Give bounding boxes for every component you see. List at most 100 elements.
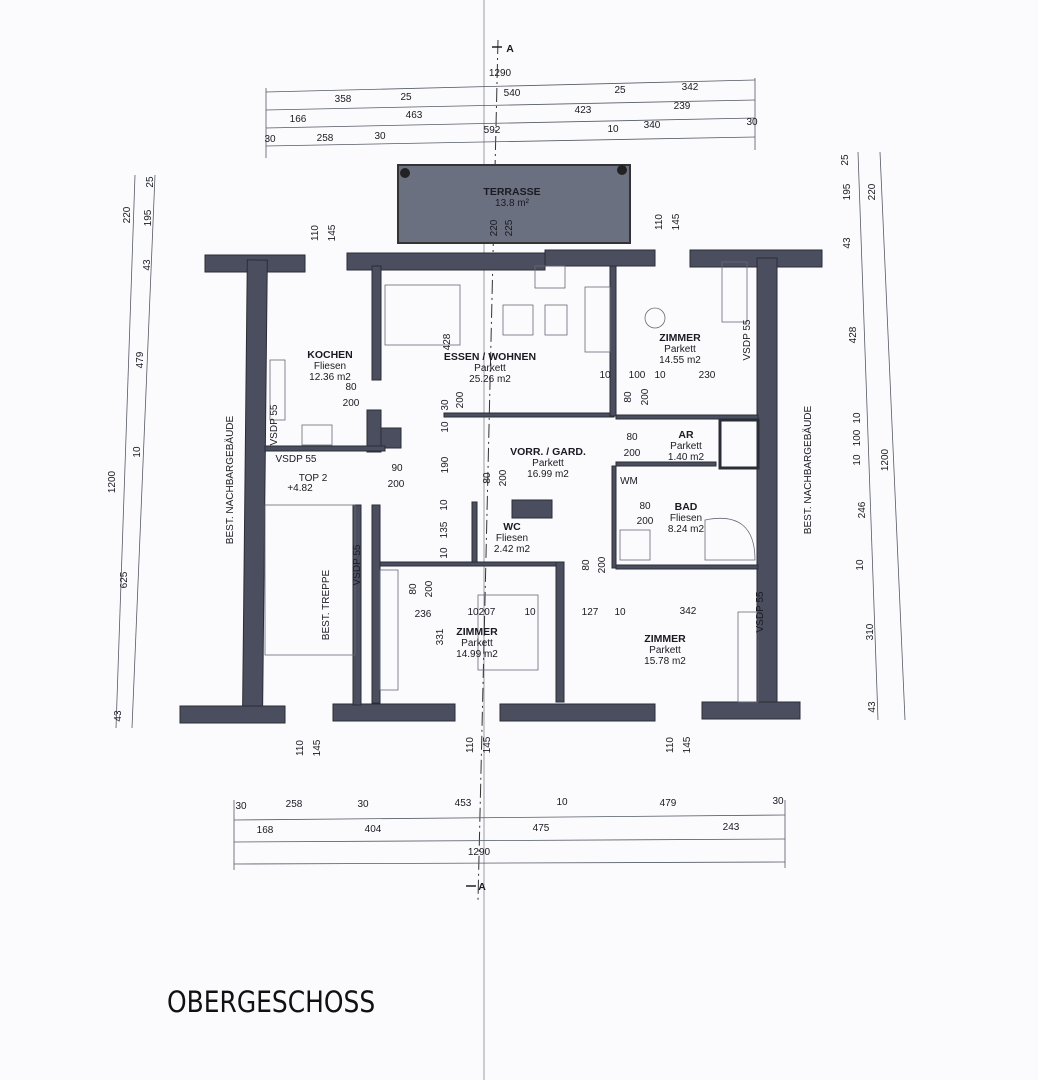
dimension-label: 30 — [357, 799, 369, 810]
room-area: 1.40 m2 — [668, 452, 705, 463]
dimension-label: 200 — [424, 580, 435, 597]
dimension-label: 80 — [408, 583, 419, 595]
dimension-label: 30 — [746, 117, 758, 128]
dimension-label: 145 — [327, 224, 338, 241]
dimension-label: 190 — [440, 456, 451, 473]
room-floor: Parkett — [649, 645, 681, 656]
dimension-label: 25 — [614, 85, 626, 96]
dimension-label: 110 — [465, 737, 476, 753]
room-floor: Fliesen — [496, 533, 528, 544]
dimension-label: 1200 — [880, 448, 891, 471]
dimension-label: 331 — [435, 628, 446, 645]
dimension-label: 423 — [575, 105, 592, 116]
dimension-label: 1290 — [489, 68, 512, 79]
dimension-label: 25 — [145, 176, 156, 188]
annotation: WM — [620, 476, 638, 487]
room-area: 14.55 m2 — [659, 355, 701, 366]
dimension-label: 200 — [637, 516, 654, 527]
dimension-label: 342 — [680, 606, 697, 617]
room-floor: Fliesen — [670, 513, 702, 524]
annotation: BEST. NACHBARGEBÄUDE — [802, 405, 814, 534]
dimension-label: 453 — [455, 798, 472, 809]
terrace — [397, 164, 631, 244]
annotation: VSDP 55 — [269, 404, 280, 445]
dimension-label: 358 — [335, 94, 352, 105]
annotation: VSDP 55 — [352, 544, 363, 585]
dimension-label: 30 — [440, 399, 451, 411]
room-name: BAD — [675, 501, 698, 513]
dimension-label: 10 — [852, 454, 863, 466]
dimension-label: 200 — [640, 388, 651, 405]
walls — [179, 249, 823, 724]
dimension-label: 475 — [533, 823, 550, 834]
room-name: VORR. / GARD. — [510, 446, 586, 458]
room-floor: Parkett — [664, 344, 696, 355]
dimension-label: 25 — [840, 154, 851, 166]
dimension-label: 80 — [626, 432, 638, 443]
room-area: 8.24 m2 — [668, 524, 705, 535]
room-area: 25.26 m2 — [469, 374, 511, 385]
dimension-label: 200 — [597, 556, 608, 573]
dimension-label: 428 — [442, 333, 453, 350]
dimension-label: 220 — [489, 219, 500, 236]
room-floor: Fliesen — [314, 361, 346, 372]
room-name: ESSEN / WOHNEN — [444, 351, 536, 363]
dimension-label: 195 — [143, 209, 154, 226]
dimension-label: 43 — [867, 701, 878, 713]
dimension-label: 540 — [504, 88, 521, 99]
dimension-label: 625 — [119, 571, 130, 588]
annotation: BEST. NACHBARGEBÄUDE — [224, 415, 236, 544]
dimension-label: 135 — [439, 521, 450, 538]
dimension-label: 200 — [455, 391, 466, 408]
dimension-label: 310 — [865, 623, 876, 640]
room-name: ZIMMER — [456, 626, 498, 638]
dimension-label: 110 — [310, 225, 321, 241]
dimension-label: 195 — [842, 183, 853, 200]
dimension-lines — [115, 78, 906, 870]
dimension-label: 30 — [374, 131, 386, 142]
dimension-label: 342 — [682, 82, 699, 93]
dimension-label: 10 — [614, 607, 626, 618]
room-floor: Parkett — [461, 638, 493, 649]
dimension-label: 10 — [439, 547, 450, 559]
dimension-label: 145 — [671, 213, 682, 230]
room-name: ZIMMER — [659, 332, 701, 344]
dimension-label: 428 — [848, 326, 859, 343]
room-name: TERRASSE — [483, 186, 540, 198]
dimension-label: 100 — [852, 429, 863, 446]
dimension-label: 1200 — [107, 470, 118, 493]
room-name: WC — [503, 521, 521, 533]
dimension-label: 145 — [682, 736, 693, 753]
dimension-label: 10 — [556, 797, 568, 808]
dimension-label: 43 — [142, 259, 153, 271]
dimension-label: 110 — [295, 740, 306, 756]
dimension-label: 246 — [857, 501, 868, 518]
annotation: VSDP 55 — [755, 591, 766, 632]
dimension-label: 80 — [639, 501, 651, 512]
dimension-label: 110 — [665, 737, 676, 753]
dimension-label: 10 — [855, 559, 866, 571]
dimension-label: 258 — [317, 133, 334, 144]
annotation: BEST. TREPPE — [321, 569, 332, 640]
annotation: TOP 2 — [299, 473, 328, 484]
dimension-label: 592 — [484, 125, 501, 136]
section-marker-label: A — [478, 881, 486, 893]
annotation: +4.82 — [287, 483, 313, 494]
room-area: 12.36 m2 — [309, 372, 351, 383]
dimension-label: 258 — [286, 799, 303, 810]
room-area: 15.78 m2 — [644, 656, 686, 667]
dimension-label: 207 — [479, 607, 496, 618]
room-name: KOCHEN — [307, 349, 353, 361]
dimension-label: 1290 — [468, 847, 491, 858]
room-area: 14.99 m2 — [456, 649, 498, 660]
dimension-label: 10 — [440, 421, 451, 433]
dimension-label: 220 — [867, 183, 878, 200]
dimension-label: 10 — [132, 446, 143, 458]
dimension-label: 80 — [482, 472, 493, 484]
dimension-label: 236 — [415, 609, 432, 620]
dimension-label: 80 — [581, 559, 592, 571]
room-floor: Parkett — [474, 363, 506, 374]
dimension-label: 100 — [629, 370, 646, 381]
